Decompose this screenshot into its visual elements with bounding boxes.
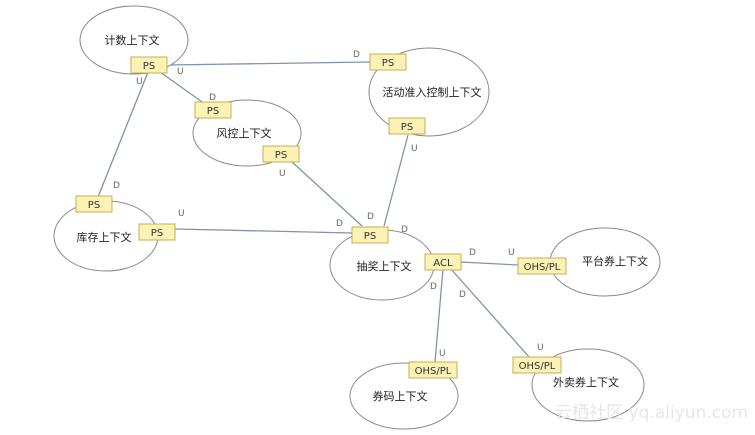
- marker-u: U: [279, 169, 286, 179]
- context-label-inventory: 库存上下文: [77, 230, 132, 244]
- tag-label: OHS/PL: [519, 361, 556, 372]
- watermark: 云栖社区 yq.aliyun.com: [555, 403, 748, 423]
- context-label-counting: 计数上下文: [105, 33, 160, 47]
- line-lottery-platform: [459, 261, 519, 266]
- context-label-takeout-coupon: 外卖券上下文: [553, 375, 619, 389]
- line-counting-inventory: [97, 71, 149, 198]
- marker-u: U: [136, 77, 143, 87]
- marker-d: D: [367, 212, 374, 222]
- tag-activity-ps-top: PS: [369, 53, 407, 71]
- marker-u: U: [439, 349, 446, 359]
- marker-u: U: [178, 209, 185, 219]
- line-activity-lottery: [383, 134, 409, 227]
- tag-label: PS: [401, 122, 413, 133]
- tag-label: PS: [88, 200, 100, 211]
- marker-d: D: [113, 181, 120, 191]
- updown-markers: U D U D U D U D D D U D U D U D U: [113, 50, 544, 359]
- marker-u: U: [177, 67, 184, 77]
- line-inventory-lottery: [174, 228, 353, 234]
- tag-label: OHS/PL: [415, 366, 452, 377]
- tag-inventory-ps-top: PS: [75, 195, 113, 213]
- tag-takeout-ohs: OHS/PL: [512, 356, 562, 374]
- marker-d: D: [459, 290, 466, 300]
- context-label-lottery: 抽奖上下文: [357, 259, 412, 273]
- tag-activity-ps-bottom: PS: [388, 117, 426, 135]
- tag-lottery-acl: ACL: [424, 253, 462, 271]
- context-label-platform-coupon: 平台券上下文: [582, 254, 648, 268]
- context-label-activity: 活动准入控制上下文: [383, 85, 482, 99]
- tag-counting-ps: PS: [130, 56, 168, 74]
- tag-label: PS: [207, 106, 219, 117]
- tag-label: PS: [275, 150, 287, 161]
- context-label-risk: 风控上下文: [217, 126, 272, 140]
- context-label-coupon-code: 券码上下文: [373, 389, 428, 403]
- line-counting-risk: [159, 71, 206, 105]
- marker-d: D: [353, 50, 360, 60]
- tag-risk-ps-top: PS: [194, 101, 232, 119]
- marker-d: D: [336, 219, 343, 229]
- line-risk-lottery: [291, 161, 363, 227]
- tag-label: OHS/PL: [524, 262, 561, 273]
- line-lottery-coupon-code: [434, 268, 444, 363]
- tag-lottery-ps: PS: [351, 226, 389, 244]
- relationship-lines: [97, 61, 531, 363]
- tag-label: PS: [151, 228, 163, 239]
- marker-u: U: [537, 343, 544, 353]
- tag-label: PS: [143, 61, 155, 72]
- ellipse-coupon-code: [349, 362, 459, 430]
- marker-u: U: [508, 248, 515, 258]
- tag-risk-ps-bottom: PS: [262, 145, 300, 163]
- tag-inventory-ps-right: PS: [138, 223, 176, 241]
- marker-d: D: [209, 93, 216, 103]
- tag-label: PS: [364, 231, 376, 242]
- tag-platform-ohs: OHS/PL: [517, 257, 567, 275]
- marker-d: D: [401, 225, 408, 235]
- tag-label: ACL: [433, 258, 453, 269]
- marker-d: D: [430, 282, 437, 292]
- tag-label: PS: [382, 58, 394, 69]
- line-counting-activity: [167, 61, 371, 66]
- marker-d: D: [469, 248, 476, 258]
- line-lottery-takeout: [449, 267, 531, 359]
- tag-coupon-code-ohs: OHS/PL: [408, 361, 458, 379]
- marker-u: U: [411, 144, 418, 154]
